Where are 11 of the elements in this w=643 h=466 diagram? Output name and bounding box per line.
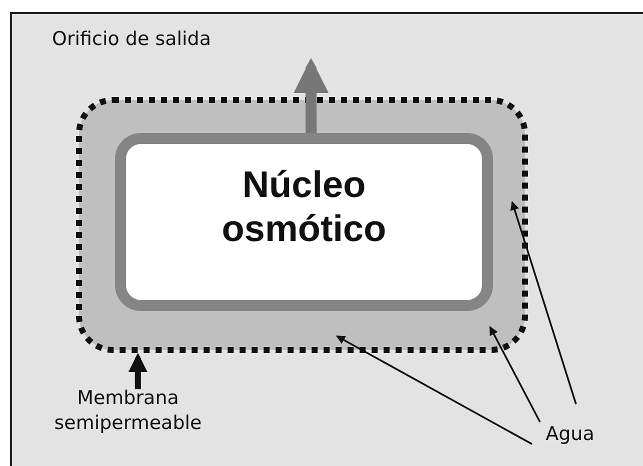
callout-text: Membrana semipermeable (18, 386, 238, 448)
outflow-arrow (293, 58, 329, 133)
arrow (128, 353, 148, 390)
callout-text: Agua (520, 422, 620, 454)
membrane-band (76, 97, 528, 353)
arrow (510, 201, 577, 404)
core-box (115, 133, 493, 311)
node-title: Núcleo osmótico (220, 162, 388, 251)
label-text: Orificio de salida (52, 27, 211, 52)
arrow (336, 335, 532, 445)
arrow (489, 326, 541, 422)
